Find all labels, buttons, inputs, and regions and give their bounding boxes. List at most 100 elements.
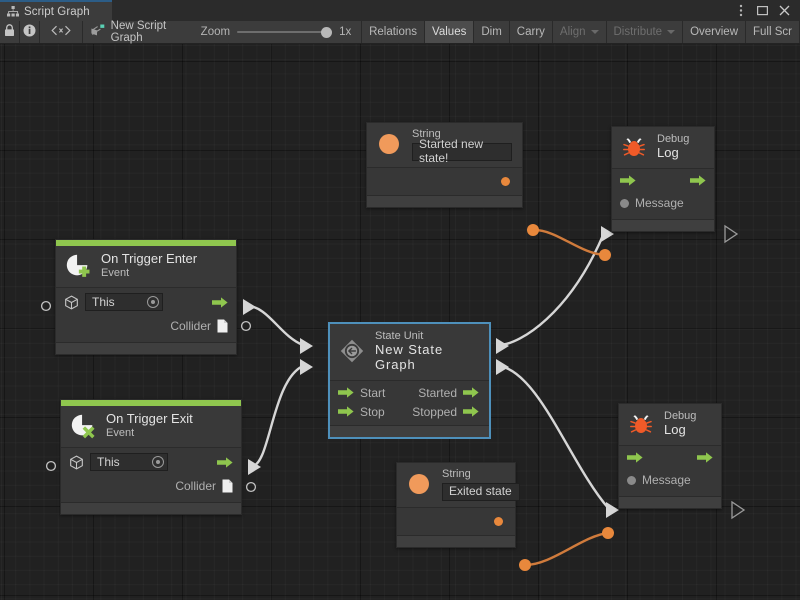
flow-out-arrow-icon <box>463 387 479 398</box>
toolbar-button-dim[interactable]: Dim <box>474 21 510 43</box>
node-type-label: Debug <box>657 133 690 146</box>
flow-output[interactable] <box>697 451 713 463</box>
target-input[interactable]: This <box>64 293 163 311</box>
wire-enter-to-start <box>246 304 304 347</box>
output-flow-marker <box>731 500 746 520</box>
target-value-field[interactable]: This <box>85 293 163 311</box>
zoom-value-label: 1x <box>339 26 352 38</box>
node-type-label: String <box>412 128 441 140</box>
port-row-start: Start Started <box>330 381 489 403</box>
node-body: Message <box>619 446 721 496</box>
node-state-unit[interactable]: State Unit New State Graph Start Started <box>329 323 490 438</box>
message-input-port[interactable] <box>627 475 636 485</box>
chevron-down-icon <box>590 30 599 34</box>
target-value-label: This <box>92 295 115 309</box>
state-unit-icon <box>338 337 366 365</box>
tab-script-graph[interactable]: Script Graph <box>0 0 112 21</box>
wire-arrow-head <box>300 338 313 354</box>
code-view-button[interactable] <box>40 21 83 43</box>
window-tab-bar: Script Graph <box>0 0 800 21</box>
message-input-port[interactable] <box>620 198 629 208</box>
tab-label: Script Graph <box>24 5 90 18</box>
target-value-label: This <box>97 455 120 469</box>
target-value-field[interactable]: This <box>90 453 168 471</box>
message-input[interactable]: Message <box>627 473 691 487</box>
debug-bug-icon <box>627 410 655 438</box>
string-value-input[interactable]: Exited state <box>442 482 520 501</box>
node-debug-log-top[interactable]: Debug Log <box>611 126 715 232</box>
node-header: String Started new state! <box>367 123 522 168</box>
port-row-message: Message <box>612 191 714 219</box>
zoom-control[interactable]: Zoom 1x <box>192 21 363 43</box>
string-value-input[interactable]: Started new state! <box>412 137 512 165</box>
node-type-label: Debug <box>664 410 697 423</box>
string-output-port[interactable] <box>501 176 510 186</box>
graph-canvas[interactable]: String Started new state! <box>0 44 800 600</box>
zoom-slider-knob[interactable] <box>321 26 333 38</box>
node-name-label: On Trigger Enter <box>101 251 198 267</box>
wire-string-to-message-bottom <box>524 531 609 567</box>
more-options-icon[interactable] <box>734 4 747 17</box>
flow-output[interactable] <box>690 174 706 186</box>
node-on-trigger-exit[interactable]: On Trigger Exit Event This <box>60 399 242 515</box>
wire-endpoint-dot <box>527 224 539 236</box>
lock-icon <box>4 24 15 40</box>
node-debug-log-bottom[interactable]: Debug Log <box>618 403 722 509</box>
toolbar-button-fullscreen[interactable]: Full Scr <box>746 21 800 43</box>
collider-output[interactable]: Collider <box>170 319 228 333</box>
zoom-slider[interactable] <box>237 25 333 39</box>
lock-button[interactable] <box>0 21 21 43</box>
node-footer <box>56 342 236 354</box>
stopped-output[interactable]: Stopped <box>412 405 479 419</box>
maximize-icon[interactable] <box>756 4 769 17</box>
wire-arrow-head <box>496 338 509 354</box>
close-icon[interactable] <box>778 4 791 17</box>
unconnected-port <box>240 320 252 332</box>
info-icon <box>23 24 36 40</box>
node-footer <box>61 502 241 514</box>
flow-output[interactable] <box>212 296 228 308</box>
node-string-bottom[interactable]: String Exited state <box>396 462 520 548</box>
node-body: This Collider <box>61 448 241 502</box>
flow-out-arrow-icon <box>217 456 233 468</box>
started-output[interactable]: Started <box>418 386 479 400</box>
message-input[interactable]: Message <box>620 196 684 210</box>
start-input[interactable]: Start <box>338 386 385 400</box>
toolbar-button-distribute[interactable]: Distribute <box>606 21 684 43</box>
unconnected-port <box>45 460 57 472</box>
object-picker-icon[interactable] <box>152 456 164 468</box>
wire-arrow-head <box>300 359 313 375</box>
collider-output[interactable]: Collider <box>175 479 233 493</box>
port-row-flow <box>612 169 714 191</box>
node-body <box>397 507 515 535</box>
toolbar-button-carry[interactable]: Carry <box>509 21 553 43</box>
node-on-trigger-enter[interactable]: On Trigger Enter Event This <box>55 239 237 355</box>
target-input[interactable]: This <box>69 453 168 471</box>
toolbar-button-align[interactable]: Align <box>552 21 607 43</box>
toolbar-button-values[interactable]: Values <box>425 21 475 43</box>
graph-name-field[interactable]: New Script Graph <box>82 20 193 44</box>
port-row-target: This <box>56 288 236 316</box>
flow-in-arrow-icon <box>627 451 643 463</box>
output-flow-marker <box>724 224 739 244</box>
node-header: On Trigger Enter Event <box>56 246 236 288</box>
flow-output[interactable] <box>217 456 233 468</box>
node-type-label: Event <box>106 427 135 440</box>
flow-input[interactable] <box>620 174 636 186</box>
node-header: Debug Log <box>619 404 721 446</box>
toolbar-button-relations[interactable]: Relations <box>362 21 426 43</box>
event-accent-bar <box>56 240 236 246</box>
zoom-label: Zoom <box>200 26 231 38</box>
string-output-port[interactable] <box>494 516 503 526</box>
toolbar-button-overview[interactable]: Overview <box>683 21 747 43</box>
node-header: State Unit New State Graph <box>330 324 489 381</box>
port-row-target: This <box>61 448 241 476</box>
stop-input[interactable]: Stop <box>338 405 385 419</box>
node-footer <box>619 496 721 508</box>
node-string-top[interactable]: String Started new state! <box>366 122 523 208</box>
port-row-collider: Collider <box>56 316 236 342</box>
zoom-slider-track <box>237 31 333 33</box>
info-button[interactable] <box>20 21 41 43</box>
flow-input[interactable] <box>627 451 643 463</box>
object-picker-icon[interactable] <box>147 296 159 308</box>
